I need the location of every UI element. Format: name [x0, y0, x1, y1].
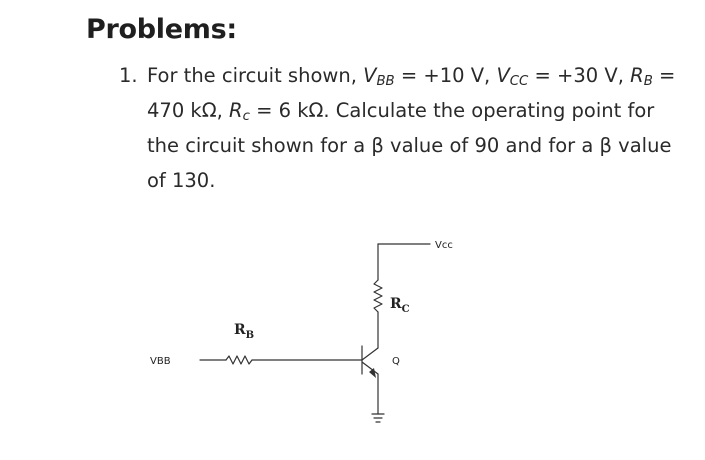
page-heading: Problems:	[86, 14, 237, 45]
problem-1: 1. For the circuit shown, VBB = +10 V, V…	[119, 58, 679, 198]
rc-resistor	[373, 279, 383, 313]
problem-text-segment: = 470 kΩ,	[147, 64, 676, 122]
problem-number: 1.	[119, 64, 138, 87]
problem-text-segment: For the circuit shown,	[147, 64, 364, 87]
emitter-arrow	[369, 368, 376, 378]
problem-text-segment: = +10 V,	[394, 64, 497, 87]
vbb-variable: VBB	[363, 64, 395, 89]
vbb-label: VBB	[150, 356, 171, 367]
vcc-label: Vcc	[435, 240, 453, 251]
ground-symbol	[371, 413, 385, 423]
problem-text-segment: = 6 kΩ. Calculate the operating point fo…	[147, 99, 672, 192]
rb-variable: RB	[630, 64, 653, 89]
problem-text-segment: = +30 V,	[528, 64, 631, 87]
transistor-label: Q	[392, 356, 400, 367]
rb-label: RB	[234, 322, 254, 341]
collector-lead	[361, 347, 379, 361]
vcc-variable: VCC	[496, 64, 529, 89]
rc-variable: Rc	[229, 99, 250, 124]
emitter-lead	[361, 361, 379, 375]
circuit-diagram: Vcc VBB RB RC Q	[150, 240, 453, 423]
problem-statement: For the circuit shown, VBB = +10 V, VCC …	[119, 58, 679, 198]
rc-label: RC	[390, 296, 410, 315]
rb-resistor	[225, 355, 253, 365]
